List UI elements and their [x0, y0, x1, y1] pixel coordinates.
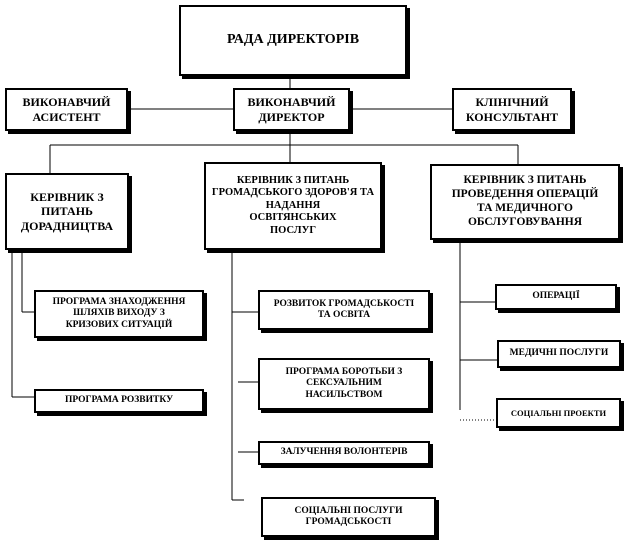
clinical-consultant-box: КЛІНІЧНИЙ КОНСУЛЬТАНТ	[452, 88, 572, 131]
public-health-head-label: КЕРІВНИК З ПИТАНЬ ГРОМАДСЬКОГО ЗДОРОВ'Я …	[211, 174, 375, 236]
community-development-box: РОЗВИТОК ГРОМАДСЬКОСТІ ТА ОСВІТА	[258, 290, 430, 330]
medical-services-box: МЕДИЧНІ ПОСЛУГИ	[497, 340, 621, 368]
development-program-box: ПРОГРАМА РОЗВИТКУ	[34, 389, 204, 413]
advisory-head-box: КЕРІВНИК З ПИТАНЬ ДОРАДНИЦТВА	[5, 173, 129, 250]
clinical-consultant-label: КЛІНІЧНИЙ КОНСУЛЬТАНТ	[465, 95, 559, 124]
community-development-label: РОЗВИТОК ГРОМАДСЬКОСТІ ТА ОСВІТА	[273, 298, 415, 320]
advisory-head-label: КЕРІВНИК З ПИТАНЬ ДОРАДНИЦТВА	[20, 189, 114, 233]
board-of-directors-label: РАДА ДИРЕКТОРІВ	[226, 32, 360, 48]
volunteers-box: ЗАЛУЧЕННЯ ВОЛОНТЕРІВ	[258, 441, 430, 465]
executive-assistant-box: ВИКОНАВЧИЙ АСИСТЕНТ	[5, 88, 128, 131]
executive-assistant-label: ВИКОНАВЧИЙ АСИСТЕНТ	[22, 95, 111, 124]
social-projects-box: СОЦІАЛЬНІ ПРОЕКТИ	[496, 398, 621, 428]
anti-violence-program-box: ПРОГРАМА БОРОТЬБИ З СЕКСУАЛЬНИМ НАСИЛЬСТ…	[258, 358, 430, 410]
anti-violence-program-label: ПРОГРАМА БОРОТЬБИ З СЕКСУАЛЬНИМ НАСИЛЬСТ…	[285, 366, 403, 400]
development-program-label: ПРОГРАМА РОЗВИТКУ	[64, 395, 174, 406]
crisis-program-label: ПРОГРАМА ЗНАХОДЖЕННЯ ШЛЯХІВ ВИХОДУ З КРИ…	[52, 296, 186, 330]
operations-head-label: КЕРІВНИК З ПИТАНЬ ПРОВЕДЕННЯ ОПЕРАЦІЙ ТА…	[451, 174, 599, 228]
executive-director-label: ВИКОНАВЧИЙ ДИРЕКТОР	[247, 95, 336, 124]
social-services-label: СОЦІАЛЬНІ ПОСЛУГИ ГРОМАДСЬКОСТІ	[294, 505, 403, 527]
volunteers-label: ЗАЛУЧЕННЯ ВОЛОНТЕРІВ	[280, 447, 408, 458]
board-of-directors-box: РАДА ДИРЕКТОРІВ	[179, 5, 407, 76]
public-health-head-box: КЕРІВНИК З ПИТАНЬ ГРОМАДСЬКОГО ЗДОРОВ'Я …	[204, 162, 382, 250]
social-services-box: СОЦІАЛЬНІ ПОСЛУГИ ГРОМАДСЬКОСТІ	[261, 497, 436, 537]
social-projects-label: СОЦІАЛЬНІ ПРОЕКТИ	[510, 407, 607, 418]
operations-head-box: КЕРІВНИК З ПИТАНЬ ПРОВЕДЕННЯ ОПЕРАЦІЙ ТА…	[430, 164, 620, 240]
operations-box: ОПЕРАЦІЇ	[495, 284, 617, 310]
operations-label: ОПЕРАЦІЇ	[532, 291, 580, 302]
medical-services-label: МЕДИЧНІ ПОСЛУГИ	[509, 348, 609, 359]
crisis-program-box: ПРОГРАМА ЗНАХОДЖЕННЯ ШЛЯХІВ ВИХОДУ З КРИ…	[34, 290, 204, 338]
executive-director-box: ВИКОНАВЧИЙ ДИРЕКТОР	[233, 88, 350, 131]
